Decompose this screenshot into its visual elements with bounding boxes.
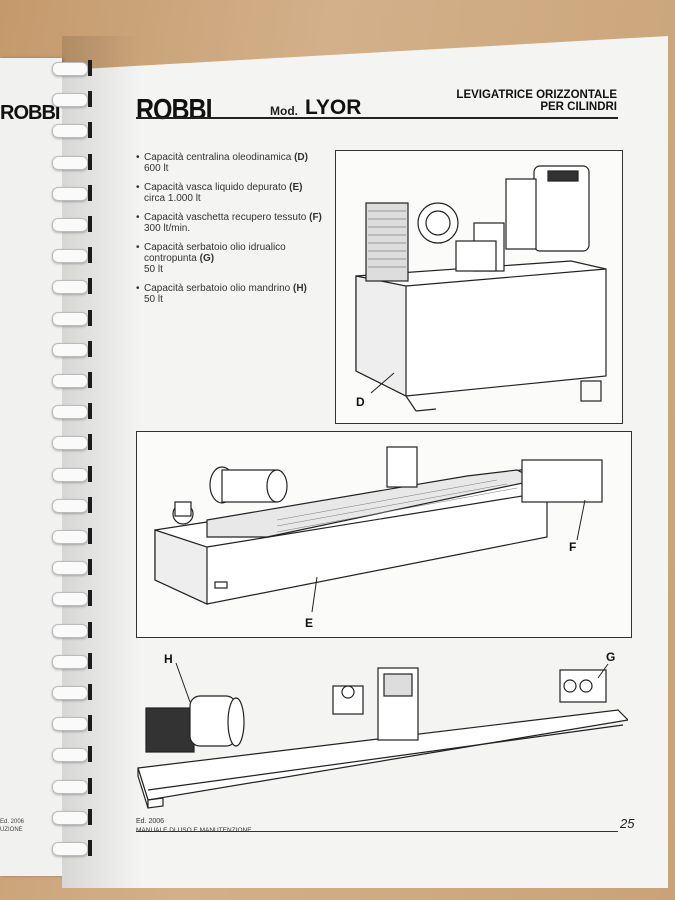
label-f: F bbox=[569, 540, 577, 554]
figure-filtration-tank: E F bbox=[136, 431, 632, 638]
figure-hydraulic-unit: D bbox=[335, 150, 623, 424]
footer-rule bbox=[136, 831, 618, 832]
binding-ring bbox=[46, 777, 94, 794]
footer-manual-title: MANUALE DI USO E MANUTENZIONE bbox=[136, 827, 252, 834]
spec-list: •Capacità centralina oleodinamica (D)600… bbox=[136, 152, 336, 313]
left-page-footer: Ed. 2006 UZIONE bbox=[0, 819, 25, 833]
binding-ring bbox=[46, 309, 94, 326]
model-prefix: Mod. bbox=[270, 104, 298, 118]
binding-ring bbox=[46, 652, 94, 669]
grinding-machine-drawing bbox=[137, 662, 628, 809]
page-number: 25 bbox=[620, 816, 635, 831]
spiral-binding bbox=[46, 60, 98, 878]
binding-ring bbox=[46, 840, 94, 856]
binding-ring bbox=[46, 496, 94, 513]
binding-ring bbox=[46, 153, 94, 170]
left-page: ROBBI Ed. 2006 UZIONE bbox=[0, 58, 62, 876]
binding-ring bbox=[46, 278, 94, 295]
spec-item-f: •Capacità vaschetta recupero tessuto (F)… bbox=[136, 212, 322, 234]
binding-ring bbox=[46, 684, 94, 700]
model-name: LYOR bbox=[305, 96, 362, 119]
binding-ring bbox=[46, 91, 94, 108]
label-g: G bbox=[606, 650, 616, 664]
binding-ring bbox=[46, 559, 94, 576]
left-page-logo: ROBBI bbox=[0, 102, 60, 124]
label-e: E bbox=[305, 616, 314, 630]
binding-ring bbox=[46, 372, 94, 388]
footer-edition: Ed. 2006 bbox=[136, 818, 165, 825]
filtration-tank-drawing bbox=[154, 446, 603, 613]
binding-ring bbox=[46, 434, 94, 451]
hydraulic-unit-drawing bbox=[355, 165, 607, 412]
spec-item-e: •Capacità vasca liquido depurato (E)circ… bbox=[136, 182, 303, 204]
binding-ring bbox=[46, 216, 94, 232]
label-h: H bbox=[164, 652, 173, 666]
binding-ring bbox=[46, 621, 94, 638]
binding-ring bbox=[46, 808, 94, 825]
spec-item-g: •Capacità serbatoio olio idrualico contr… bbox=[136, 242, 286, 275]
binding-ring bbox=[46, 340, 94, 357]
spec-item-h: •Capacità serbatoio olio mandrino (H)50 … bbox=[136, 283, 307, 305]
binding-ring bbox=[46, 746, 94, 763]
binding-ring bbox=[46, 60, 94, 76]
figure-grinding-machine: H G bbox=[128, 650, 628, 810]
binding-ring bbox=[46, 403, 94, 420]
brand-logo: ROBBI bbox=[136, 93, 213, 127]
binding-ring bbox=[46, 247, 94, 264]
spec-item-d: •Capacità centralina oleodinamica (D)600… bbox=[136, 152, 308, 174]
binding-ring bbox=[46, 184, 94, 201]
binding-ring bbox=[46, 590, 94, 607]
label-d: D bbox=[356, 395, 365, 409]
binding-ring bbox=[46, 715, 94, 732]
header-rule bbox=[136, 117, 618, 119]
binding-ring bbox=[46, 122, 94, 139]
page-title: LEVIGATRICE ORIZZONTALE PER CILINDRI bbox=[456, 89, 617, 113]
binding-ring bbox=[46, 465, 94, 482]
binding-ring bbox=[46, 528, 94, 544]
